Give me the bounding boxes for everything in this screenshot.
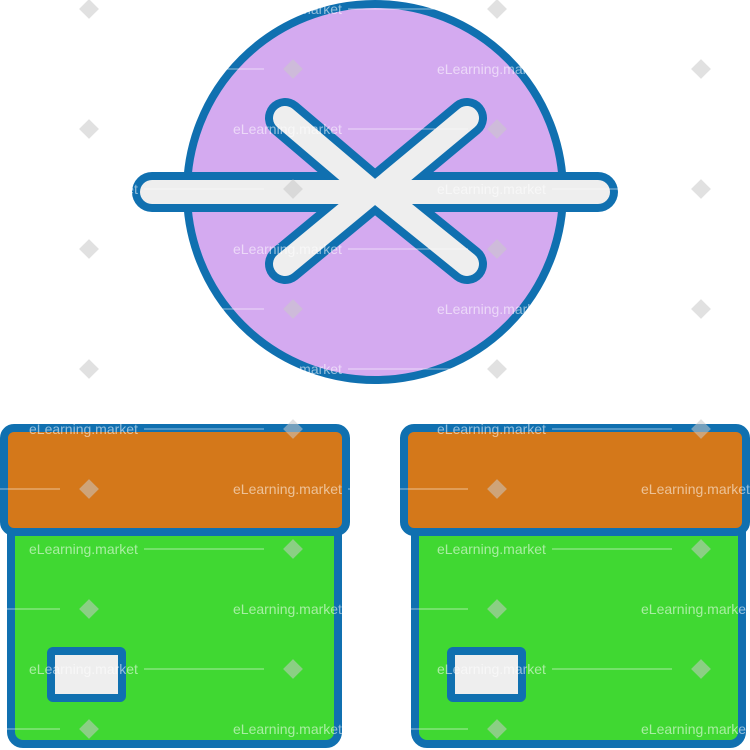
watermark-diamond-icon xyxy=(283,659,303,679)
watermark-diamond-icon xyxy=(283,539,303,559)
merge-symbol xyxy=(132,0,618,384)
watermark-text: eLearning.market xyxy=(29,181,138,197)
watermark-diamond-icon xyxy=(283,59,303,79)
merge-arrows-icon xyxy=(132,98,618,284)
box-right-label xyxy=(447,647,526,702)
watermark-text: eLearning.market xyxy=(29,541,138,557)
box-left xyxy=(0,424,350,748)
watermark-text: eLearning.market xyxy=(437,421,546,437)
watermark-diamond-icon xyxy=(691,539,711,559)
watermark-diamond-icon xyxy=(487,599,507,619)
watermark-diamond-icon xyxy=(691,179,711,199)
watermark-text: eLearning.market xyxy=(233,361,342,377)
watermark-text: eLearning.market xyxy=(233,241,342,257)
watermark-text: eLearning.market xyxy=(641,361,750,377)
box-right xyxy=(400,424,750,748)
watermark-diamond-icon xyxy=(487,719,507,739)
watermark-text: eLearning.market xyxy=(437,181,546,197)
watermark-text: eLearning.market xyxy=(233,481,342,497)
watermark-diamond-icon xyxy=(487,359,507,379)
watermark-text: eLearning.market xyxy=(641,121,750,137)
box-left-label xyxy=(47,647,126,702)
watermark-diamond-icon xyxy=(79,0,99,19)
watermark-text: eLearning.market xyxy=(29,421,138,437)
watermark-text: eLearning.market xyxy=(233,121,342,137)
box-right-lid xyxy=(400,424,750,536)
watermark-diamond-icon xyxy=(487,0,507,19)
watermark-text: eLearning.market xyxy=(641,481,750,497)
watermark-diamond-icon xyxy=(691,419,711,439)
watermark-text: eLearning.market xyxy=(233,601,342,617)
watermark-diamond-icon xyxy=(283,419,303,439)
watermark-text: eLearning.market xyxy=(29,661,138,677)
watermark-text: eLearning.market xyxy=(641,241,750,257)
watermark-diamond-icon xyxy=(79,239,99,259)
watermark-text: eLearning.market xyxy=(29,301,138,317)
watermark-diamond-icon xyxy=(691,59,711,79)
watermark-diamond-icon xyxy=(283,179,303,199)
watermark-text: eLearning.market xyxy=(437,61,546,77)
watermark-text: eLearning.market xyxy=(641,1,750,17)
watermark-diamond-icon xyxy=(79,359,99,379)
watermark-diamond-icon xyxy=(79,479,99,499)
watermark-diamond-icon xyxy=(283,299,303,319)
watermark-text: eLearning.market xyxy=(437,301,546,317)
watermark-text: eLearning.market xyxy=(641,601,750,617)
watermark-diamond-icon xyxy=(79,119,99,139)
watermark-text: eLearning.market xyxy=(437,661,546,677)
watermark-diamond-icon xyxy=(487,239,507,259)
watermark-text: eLearning.market xyxy=(233,1,342,17)
watermark-text: eLearning.market xyxy=(29,61,138,77)
watermark-diamond-icon xyxy=(487,119,507,139)
watermark-text: eLearning.market xyxy=(641,721,750,737)
watermark-diamond-icon xyxy=(487,479,507,499)
watermark-text: eLearning.market xyxy=(233,721,342,737)
watermark-diamond-icon xyxy=(691,659,711,679)
box-left-lid xyxy=(0,424,350,536)
watermark-text: eLearning.market xyxy=(437,541,546,557)
watermark-diamond-icon xyxy=(691,299,711,319)
